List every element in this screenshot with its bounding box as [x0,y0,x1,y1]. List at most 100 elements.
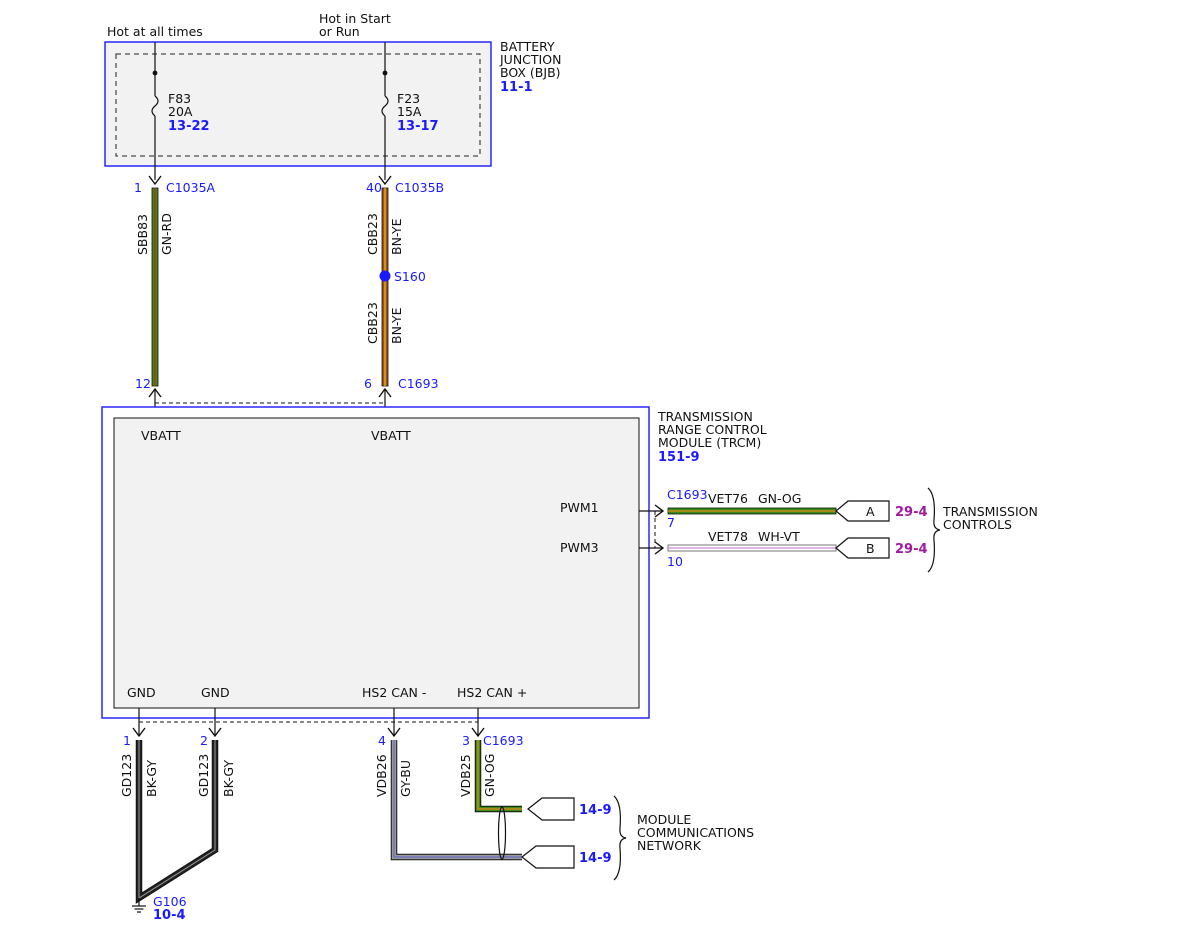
can-minus-ref: 14-9 [579,851,612,866]
trcm-title-2: RANGE CONTROL [658,422,767,437]
trcm-pwm1: PWM1 [560,500,599,515]
splice-s160-label: S160 [394,269,426,284]
bjb-inner-dashed [115,53,481,157]
trcm-title-3: MODULE (TRCM) [658,435,761,450]
connector-a-ref: 29-4 [895,505,928,520]
gnd2-pin-arrow [208,727,222,738]
fuse1-rating: 20A [168,104,193,119]
splice-s160-dot [379,270,391,282]
fuse1-node [152,70,158,76]
wire-sbb83-color: GN-RD [159,213,174,255]
connector-a-label: A [866,504,875,519]
trcm-vbatt-1: VBATT [141,428,181,443]
connector-a-tag [835,500,890,522]
network-label-3: NETWORK [637,838,702,853]
c1035a-label: C1035A [166,180,216,195]
pin-10: 10 [667,554,683,569]
wire-cbb23-color-top: BN-YE [389,218,404,255]
network-brace [613,795,627,881]
wire-sbb83-circuit: SBB83 [135,214,150,255]
trcm-inner [113,417,640,709]
wire-vdb25-stripe [477,740,522,810]
trcm-ref: 151-9 [658,450,700,465]
fuse2-name: F23 [397,91,420,106]
wire-cbb23-color-bottom: BN-YE [389,307,404,344]
gnd1-pin: 1 [123,733,131,748]
trcm-gnd-1: GND [127,685,156,700]
hot-in-run-label: or Run [319,24,360,39]
gnd2-pin: 2 [200,733,208,748]
fuse1-icon [151,95,159,117]
c1693-lower-label: C1693 [483,733,524,748]
can-minus-pin: 4 [378,733,386,748]
wire-vdb26-color: GY-BU [398,760,413,797]
c1035a-pin-arrow [148,175,162,186]
bjb-ref: 11-1 [500,80,533,95]
can-minus-connector-tag [521,845,575,869]
bjb-title-1: BATTERY [500,39,555,54]
trcm-pwm3: PWM3 [560,540,599,555]
transmission-controls-label-1: TRANSMISSION [942,504,1038,519]
connector-b-tag [835,537,890,559]
wire-gd123-2-color: BK-GY [221,760,236,797]
fuse2-node [382,70,388,76]
wire-vet78-color: WH-VT [758,529,800,544]
wire-cbb23-circuit-bottom: CBB23 [365,302,380,344]
trcm-pin-6: 6 [364,376,372,391]
wire-vet76-circuit: VET76 [708,491,748,506]
wire-vdb26-circuit: VDB26 [374,754,389,797]
wire-gd123-1-circuit: GD123 [119,754,134,797]
hot-at-all-times-label: Hot at all times [107,24,203,39]
c1035a-pin: 1 [134,180,142,195]
bjb-title-2: JUNCTION [499,52,561,67]
trcm-pin-6-arrow [378,387,392,398]
fuse2-icon [381,95,389,117]
trcm-can-minus: HS2 CAN - [362,685,426,700]
can-minus-pin-arrow [387,727,401,738]
wire-vdb25-color: GN-OG [482,754,497,797]
network-label-1: MODULE [637,812,691,827]
network-label-2: COMMUNICATIONS [637,825,754,840]
hot-in-start-label: Hot in Start [319,11,391,26]
wire-vet78-circuit: VET78 [708,529,748,544]
transmission-controls-label-2: CONTROLS [943,517,1012,532]
ground-g106-label: G106 [153,894,187,909]
wire-cbb23-circuit-top: CBB23 [365,213,380,255]
trcm-pin-12: 12 [135,376,151,391]
gnd1-pin-arrow [132,727,146,738]
wire-gd123-2-circuit: GD123 [196,754,211,797]
c1035b-pin-arrow [378,175,392,186]
can-plus-ref: 14-9 [579,803,612,818]
pin-7: 7 [667,515,675,530]
can-plus-pin: 3 [462,733,470,748]
fuse1-name: F83 [168,91,191,106]
fuse1-ref: 13-22 [168,119,210,134]
ground-g106-ref: 10-4 [153,908,186,923]
pwm3-pin-arrow [654,541,665,555]
trcm-pin-12-arrow [148,387,162,398]
twisted-pair-icon [497,806,507,860]
wire-gd123-1-color: BK-GY [144,760,159,797]
wire-vdb26-stripe [393,740,522,858]
connector-b-label: B [866,541,875,556]
pwm1-pin-arrow [654,504,665,518]
can-plus-connector-tag [527,797,575,821]
wire-vet76-color: GN-OG [758,491,801,506]
c1693-upper-label: C1693 [398,376,439,391]
bjb-box [104,41,492,167]
c1035b-label: C1035B [395,180,444,195]
trcm-title-1: TRANSMISSION [657,409,753,424]
c1035b-pin: 40 [366,180,382,195]
transmission-controls-brace [927,487,941,573]
trcm-vbatt-2: VBATT [371,428,411,443]
trcm-can-plus: HS2 CAN + [457,685,527,700]
wire-vdb25-circuit: VDB25 [458,754,473,797]
connector-b-ref: 29-4 [895,542,928,557]
fuse2-rating: 15A [397,104,422,119]
can-plus-pin-arrow [471,727,485,738]
wire-gd123-stripe [138,740,216,899]
fuse2-ref: 13-17 [397,119,439,134]
bjb-title-3: BOX (BJB) [500,65,561,80]
trcm-gnd-2: GND [201,685,230,700]
